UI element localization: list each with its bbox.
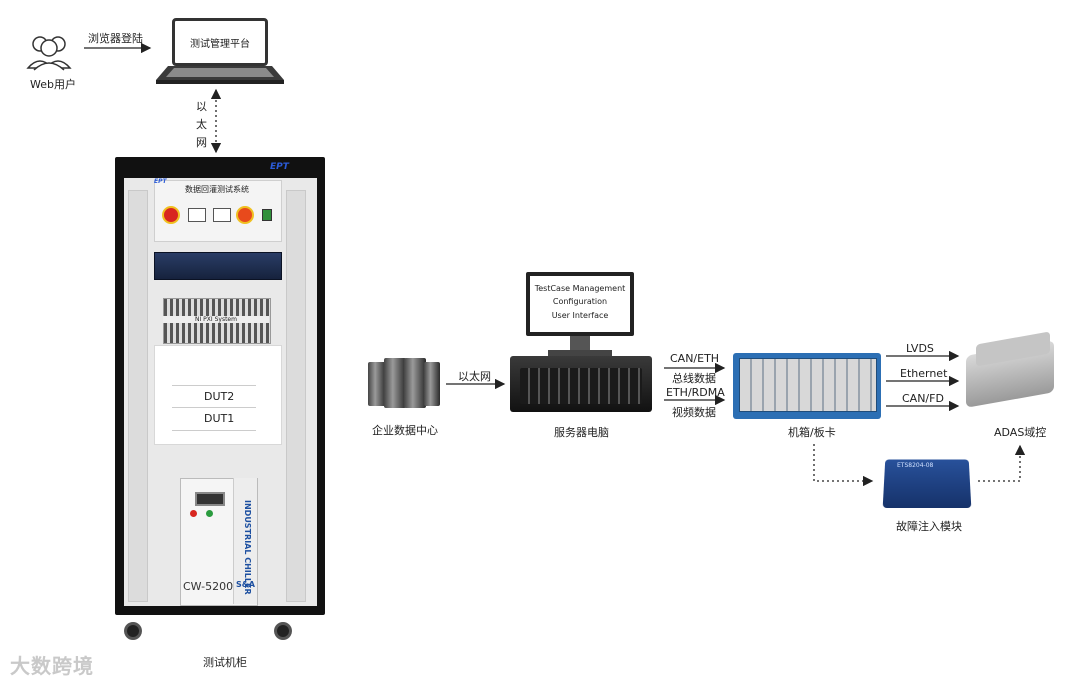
datacenter-rack-icon: [404, 358, 426, 408]
panel-brand: EPT: [154, 178, 167, 185]
chassis-label: 机箱/板卡: [788, 426, 836, 439]
chiller-green-button-icon: [206, 510, 213, 517]
server-monitor: [526, 272, 634, 336]
dut1-label: DUT1: [204, 412, 235, 425]
arrow-fault-to-adas: [978, 444, 1026, 482]
ethernet-label: Ethernet: [900, 367, 948, 380]
monitor-line-1: TestCase Management: [534, 284, 626, 293]
server-label: 服务器电脑: [554, 426, 609, 439]
datacenter-link-label: 以太网: [458, 370, 491, 383]
chiller-vertical-label: INDUSTRIAL CHILLER: [243, 500, 252, 595]
lvds-label: LVDS: [906, 342, 934, 355]
datacenter-rack-icon: [384, 358, 406, 408]
arrow-chassis-to-fault: [813, 444, 874, 487]
chiller-side-panel: [233, 478, 257, 604]
chiller-display: [195, 492, 225, 506]
chassis-card-slots: [739, 358, 877, 412]
laptop-screen: 测试管理平台: [172, 18, 268, 66]
socket-icon: [213, 208, 231, 222]
monitor-foot: [548, 350, 612, 356]
emergency-stop-icon: [162, 206, 180, 224]
fault-module-label: 故障注入模块: [896, 520, 962, 533]
browser-login-label: 浏览器登陆: [88, 32, 143, 45]
cabinet-rail-right: [286, 190, 306, 602]
fault-device-text: ETS8204-08: [897, 462, 934, 469]
socket-icon: [188, 208, 206, 222]
dut2-label: DUT2: [204, 390, 235, 403]
cabinet-brand: EPT: [270, 162, 289, 172]
eth-rdma-label: ETH/RDMA: [666, 386, 725, 399]
datacenter-rack-icon: [424, 362, 440, 406]
panel-title: 数据回灌测试系统: [185, 185, 249, 194]
watermark: 大数跨境: [10, 654, 94, 678]
laptop-screen-text: 测试管理平台: [190, 38, 250, 50]
canfd-label: CAN/FD: [902, 392, 944, 405]
cabinet-rail-left: [128, 190, 148, 602]
users-icon: [26, 36, 72, 71]
monitor-line-3: User Interface: [551, 311, 609, 320]
monitor-stand: [570, 336, 590, 352]
cabinet-caption: 测试机柜: [203, 656, 247, 669]
monitor-line-2: Configuration: [552, 297, 608, 306]
can-eth-label: CAN/ETH: [670, 352, 720, 365]
video-data-label: 视频数据: [672, 406, 716, 419]
bus-data-label: 总线数据: [672, 372, 716, 385]
chiller-model: CW-5200: [183, 580, 234, 593]
cabinet-wheel-icon: [124, 622, 142, 640]
ethernet-char-1: 以: [196, 100, 207, 113]
web-user-label: Web用户: [30, 78, 76, 91]
indicator-light-icon: [262, 209, 272, 221]
power-knob-icon: [236, 206, 254, 224]
pxi-label: NI PXI System: [163, 316, 269, 323]
chiller-red-button-icon: [190, 510, 197, 517]
laptop-keyboard: [156, 66, 284, 84]
adas-label: ADAS域控: [994, 426, 1047, 439]
ethernet-char-3: 网: [196, 136, 207, 149]
rack-server-unit: [154, 252, 282, 280]
ethernet-char-2: 太: [196, 118, 207, 131]
chiller-logo: S&A: [236, 580, 255, 589]
datacenter-label: 企业数据中心: [372, 424, 438, 437]
cabinet-wheel-icon: [274, 622, 292, 640]
server-front-bezel: [520, 368, 642, 404]
datacenter-rack-icon: [368, 362, 386, 406]
dut1-box: [172, 407, 256, 431]
